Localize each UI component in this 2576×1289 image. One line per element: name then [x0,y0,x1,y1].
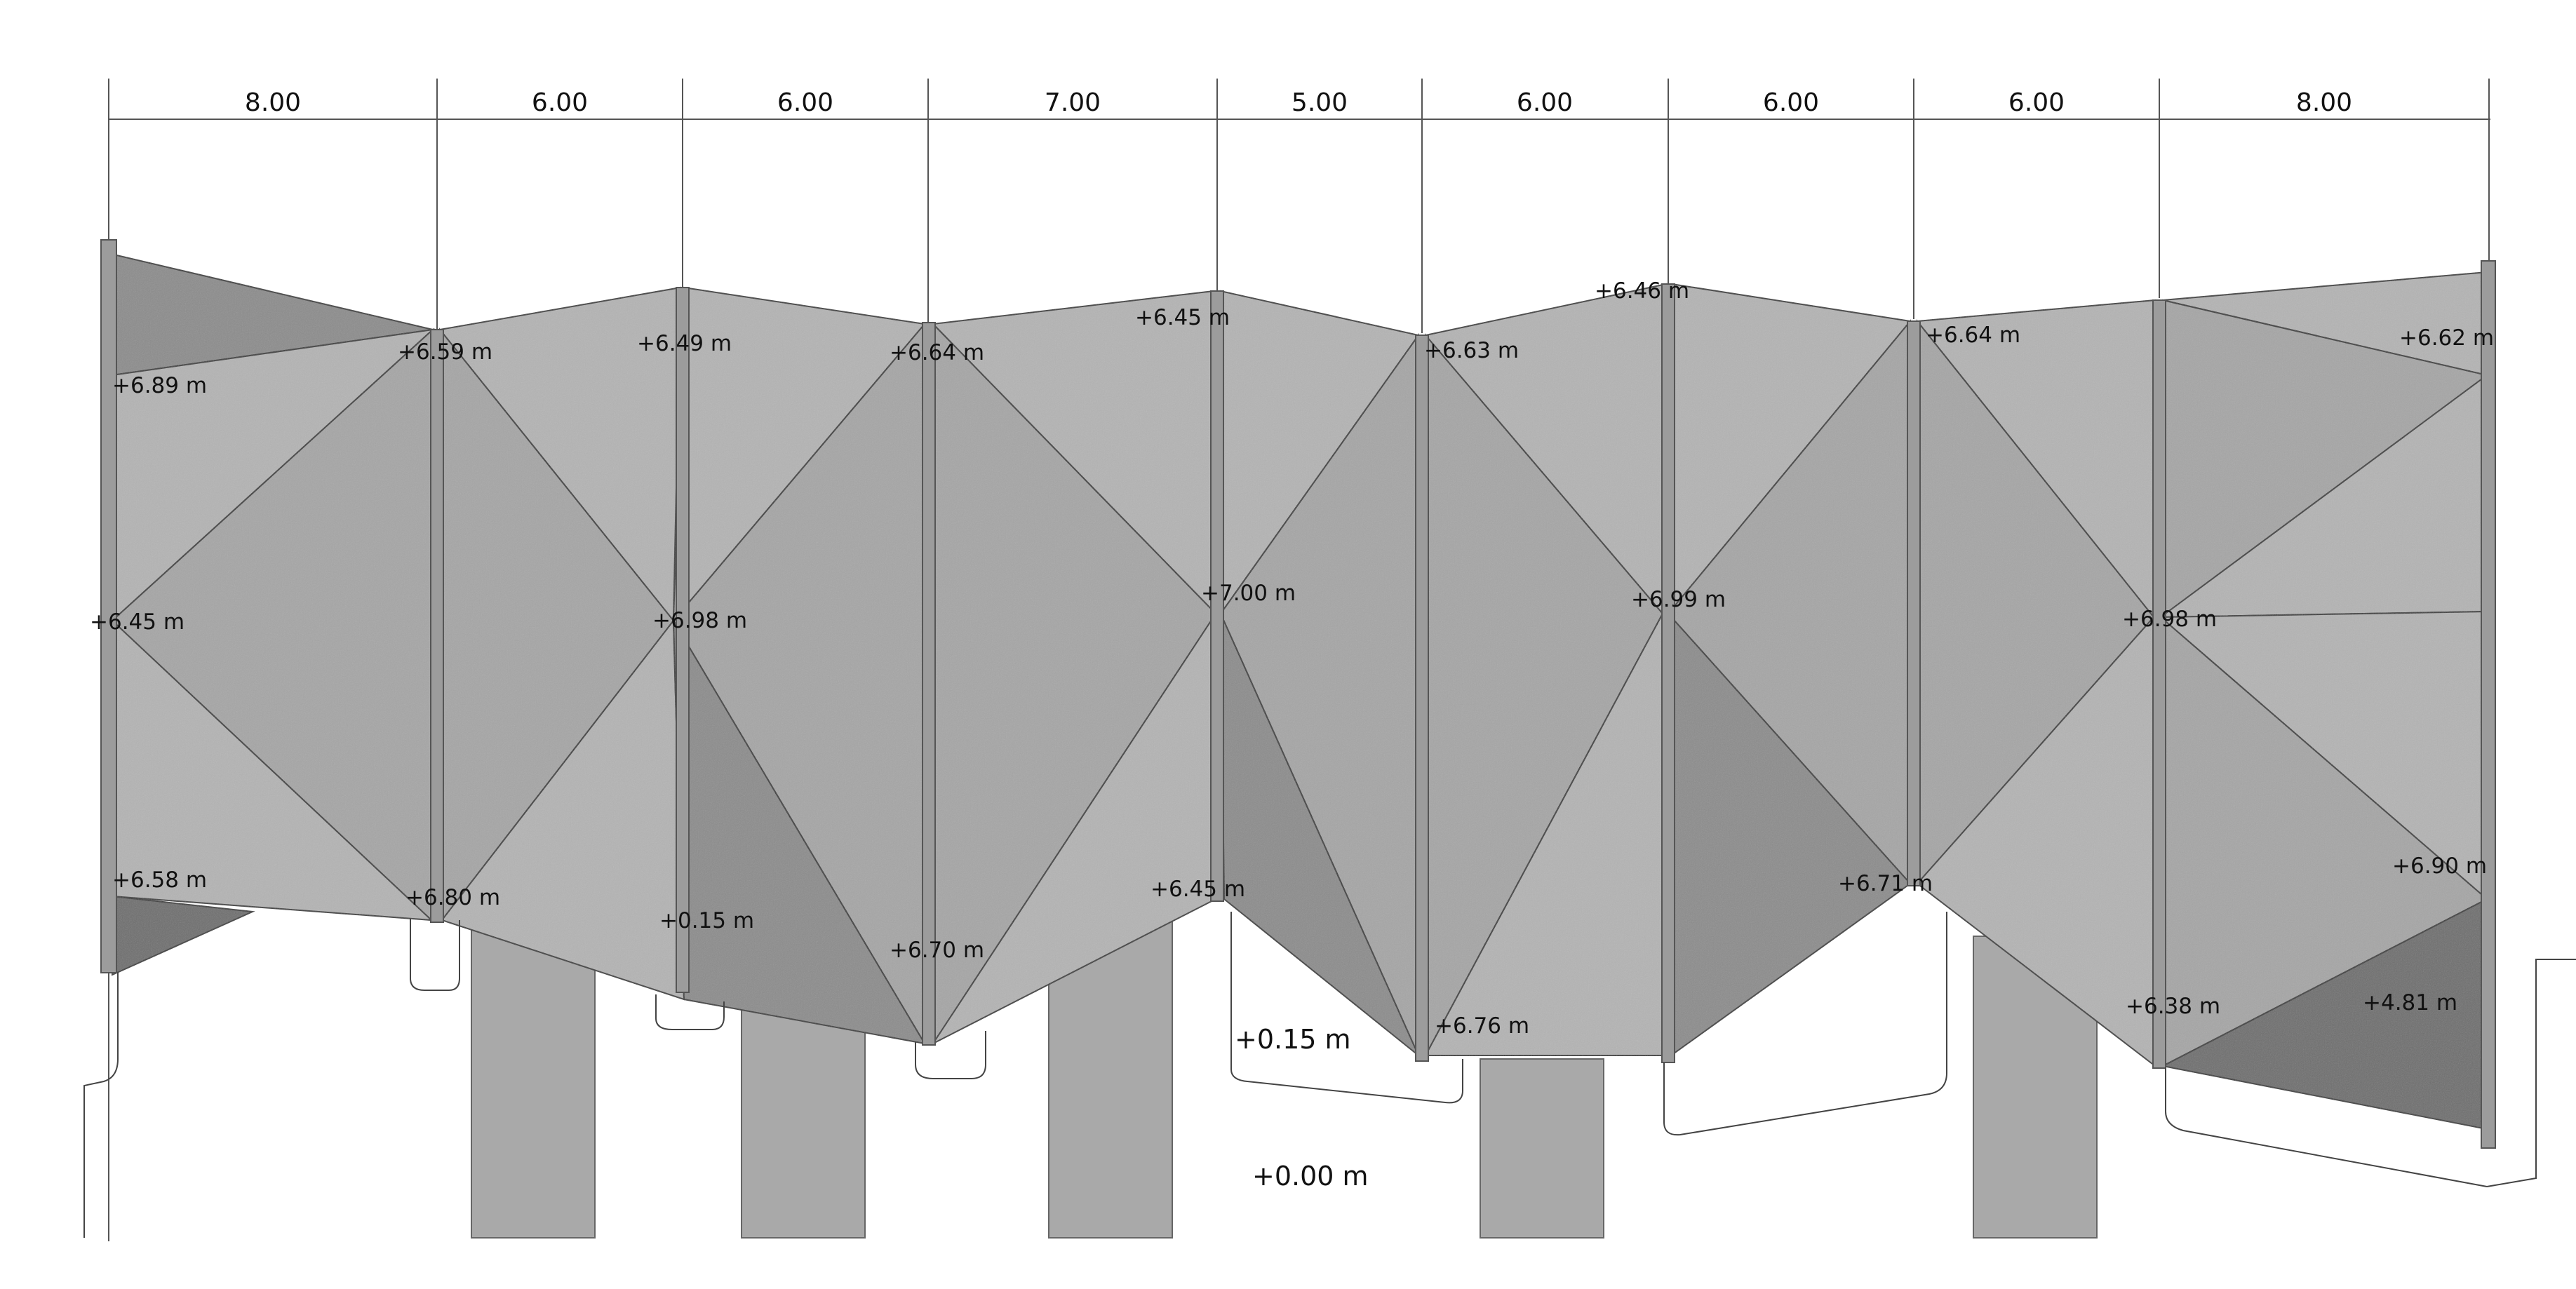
terrain-line [83,972,119,1238]
level-label: +6.45 m [1151,877,1245,902]
dimension-label: 6.00 [532,88,588,117]
column [2481,260,2496,1149]
level-label: +6.45 m [90,609,185,635]
column [1210,290,1224,902]
level-label: +6.99 m [1631,587,1726,612]
level-label: +6.80 m [405,885,500,910]
footing-outline [655,994,725,1030]
pier [1480,1058,1604,1239]
column [430,329,444,923]
dimension-labels: 8.00 6.00 6.00 7.00 5.00 6.00 6.00 6.00 … [245,88,2352,117]
level-label: +6.64 m [890,340,984,365]
dimension-label: 6.00 [1763,88,1819,117]
ground-level-label: +0.15 m [1235,1024,1351,1055]
dimension-label: 8.00 [2296,88,2352,117]
column [922,322,936,1046]
level-label: +6.59 m [398,339,492,365]
level-label: +6.98 m [2122,607,2217,632]
terrain-line [1230,912,1463,1104]
level-label: +6.46 m [1595,278,1689,304]
terrain-line [2165,1067,2488,1187]
pier [741,1002,866,1239]
columns [100,239,2496,1149]
level-label: +6.90 m [2392,853,2487,879]
column [1661,283,1675,1063]
level-label: +6.63 m [1424,338,1519,363]
level-label: +6.70 m [890,938,984,963]
dimension-label: 8.00 [245,88,301,117]
level-labels: +6.89 m +6.59 m +6.49 m +6.64 m +6.45 m … [90,278,2494,1039]
level-label: +6.89 m [112,373,207,398]
column [1415,335,1429,1062]
level-label: +6.71 m [1838,871,1933,896]
terrain-line [2486,959,2576,1187]
level-label: +7.00 m [1201,581,1296,606]
ground-outline [83,912,2576,1238]
level-label: +6.62 m [2399,325,2494,351]
terrain-line [1663,912,1947,1136]
column [1907,320,1921,886]
footing-outline [915,1031,986,1079]
column [676,287,690,993]
column [2152,299,2166,1069]
dimension-label: 6.00 [777,88,833,117]
column [100,239,117,973]
level-label: +6.98 m [652,608,747,633]
level-label: +4.81 m [2363,990,2457,1015]
dimension-label: 6.00 [1517,88,1573,117]
roof-panel [112,895,255,976]
level-label: +6.64 m [1926,323,2020,348]
dimension-label: 5.00 [1292,88,1348,117]
dimension-label: 6.00 [2008,88,2065,117]
ground-levels: +0.15 m +0.00 m [1235,1024,1369,1192]
dimension-label: 7.00 [1045,88,1101,117]
roof-panels [109,252,2489,1131]
footing-outline [410,919,460,991]
level-label: +6.76 m [1435,1013,1529,1039]
ground-level-label: +0.00 m [1252,1161,1369,1192]
pier [471,929,596,1239]
level-label: +6.38 m [2126,994,2220,1019]
level-label: +6.45 m [1135,305,1230,330]
level-label: +6.58 m [112,868,207,893]
level-label: +0.15 m [659,908,754,933]
level-label: +6.49 m [637,331,732,356]
